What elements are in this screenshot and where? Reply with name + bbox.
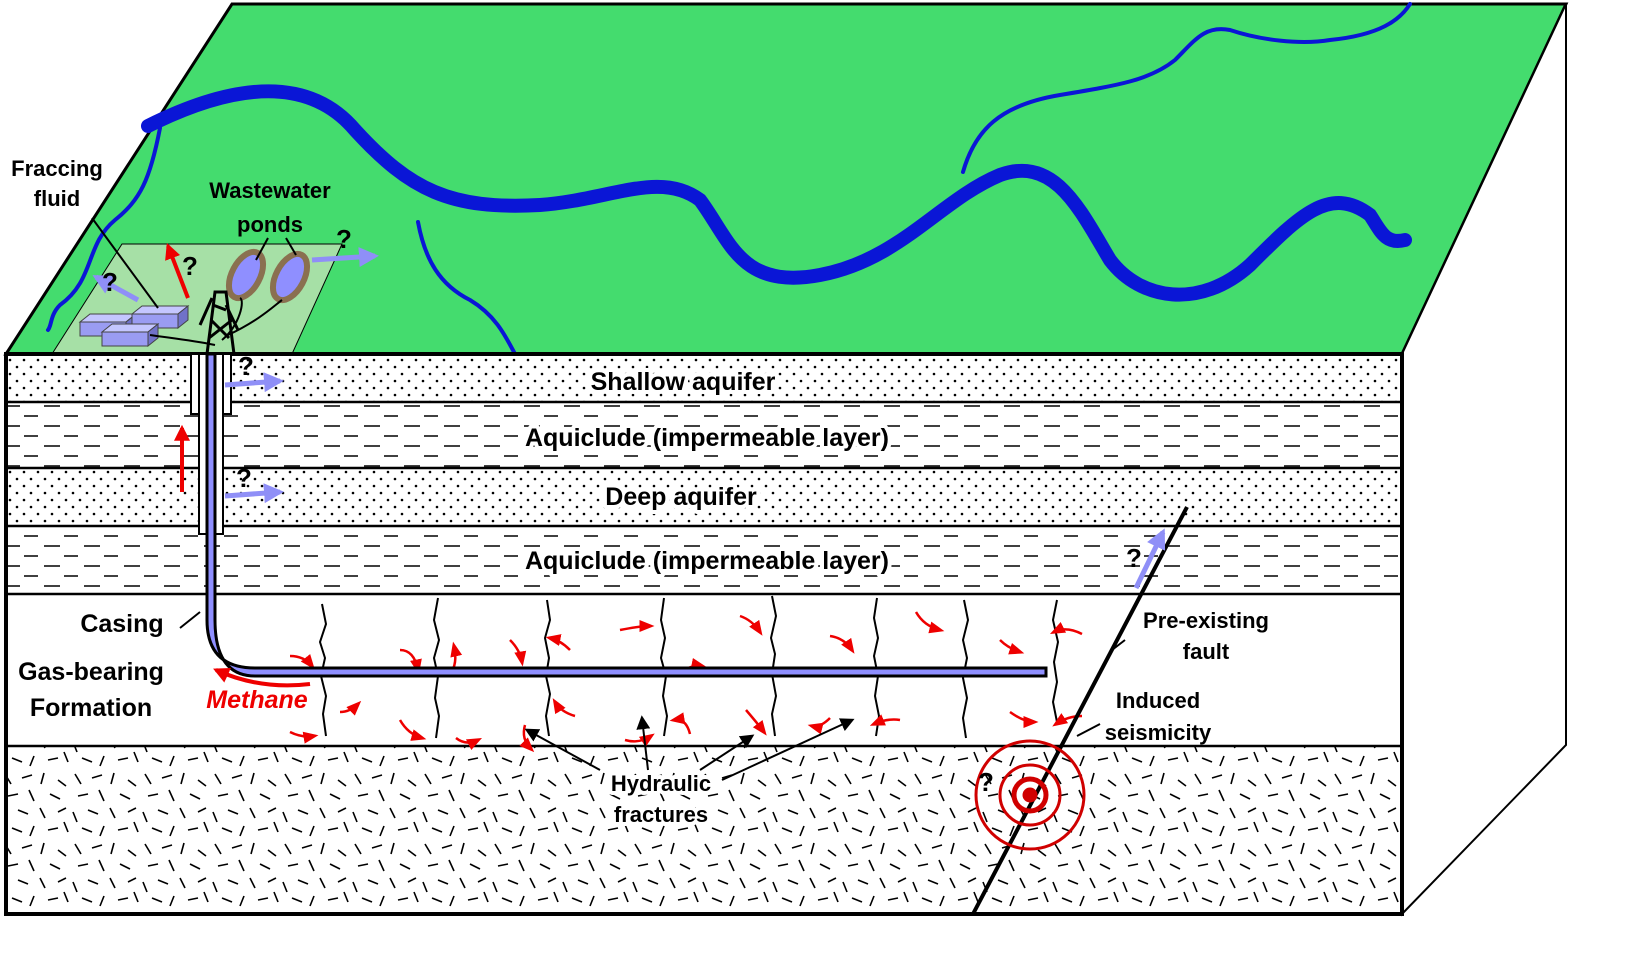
derrick-icon	[198, 290, 240, 355]
text-labels: Fraccing fluid Wastewater ponds Shallow …	[11, 156, 1269, 831]
stratigraphic-layers	[4, 352, 1404, 916]
tributary-north	[961, 2, 1412, 174]
label-deep-aquifer: Deep aquifer	[605, 483, 757, 511]
label-induced-seismicity-line2: seismicity	[1105, 720, 1212, 745]
label-aquiclude-upper: Aquiclude (impermeable layer)	[525, 424, 889, 452]
leader-lines	[91, 217, 1126, 781]
question-mark-ponds: ?	[336, 224, 352, 254]
pond-icon	[225, 248, 311, 304]
question-mark-shallow-aquifer: ?	[238, 351, 254, 381]
label-gas-bearing-line1: Gas-bearing	[18, 658, 164, 686]
label-pre-existing-fault-line2: fault	[1183, 639, 1230, 664]
label-aquiclude-lower: Aquiclude (impermeable layer)	[525, 547, 889, 575]
label-pre-existing-fault-line1: Pre-existing	[1143, 608, 1269, 633]
question-mark-tanks: ?	[102, 267, 118, 297]
label-wastewater-line1: Wastewater	[209, 178, 331, 203]
question-mark-fault: ?	[1126, 543, 1142, 573]
label-shallow-aquifer: Shallow aquifer	[591, 368, 776, 396]
label-gas-bearing-line2: Formation	[30, 694, 152, 722]
question-mark-seismicity: ?	[978, 767, 994, 797]
question-mark-surface-leak: ?	[182, 251, 198, 281]
label-induced-seismicity-line1: Induced	[1116, 688, 1200, 713]
question-mark-deep-aquifer: ?	[236, 463, 252, 493]
label-fraccing-fluid-line1: Fraccing	[11, 156, 103, 181]
tank-icon	[78, 304, 190, 348]
label-hydraulic-fractures-line2: fractures	[614, 802, 708, 827]
methane-leak-arrows	[165, 243, 311, 688]
river-network	[46, 2, 1412, 356]
label-fraccing-fluid-line2: fluid	[34, 186, 80, 211]
tributary-west	[46, 126, 162, 332]
label-hydraulic-fractures-line1: Hydraulic	[611, 771, 711, 796]
seismic-rings-icon	[974, 739, 1086, 851]
label-wastewater-line2: ponds	[237, 212, 303, 237]
tributary-south	[416, 220, 517, 356]
main-river	[141, 84, 1412, 302]
contaminant-migration-arrows	[92, 247, 1166, 590]
well-casing	[190, 352, 1048, 678]
label-casing: Casing	[80, 610, 163, 638]
label-methane: Methane	[206, 686, 308, 714]
